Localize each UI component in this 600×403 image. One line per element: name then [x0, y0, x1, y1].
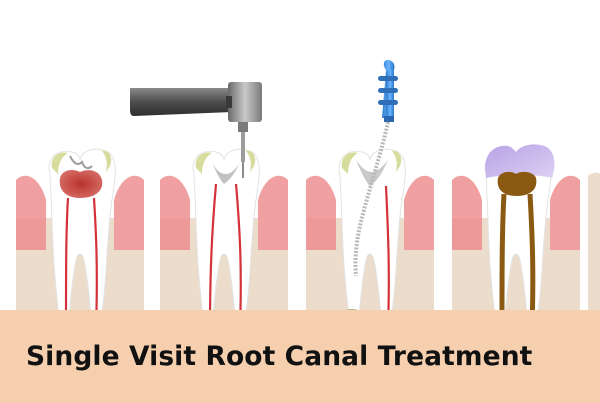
root-canal-illustration	[15, 60, 600, 310]
gum-edge	[588, 172, 600, 310]
endodontic-file-icon	[353, 60, 398, 277]
stage-decayed-tooth	[15, 148, 145, 310]
stage-drilling	[159, 148, 289, 310]
stage-filled-and-crowned	[451, 144, 581, 310]
banner-title: Single Visit Root Canal Treatment	[26, 341, 533, 372]
dental-drill-icon	[130, 82, 262, 178]
stage-canal-cleaning	[305, 148, 435, 310]
title-banner: Single Visit Root Canal Treatment	[0, 310, 600, 403]
